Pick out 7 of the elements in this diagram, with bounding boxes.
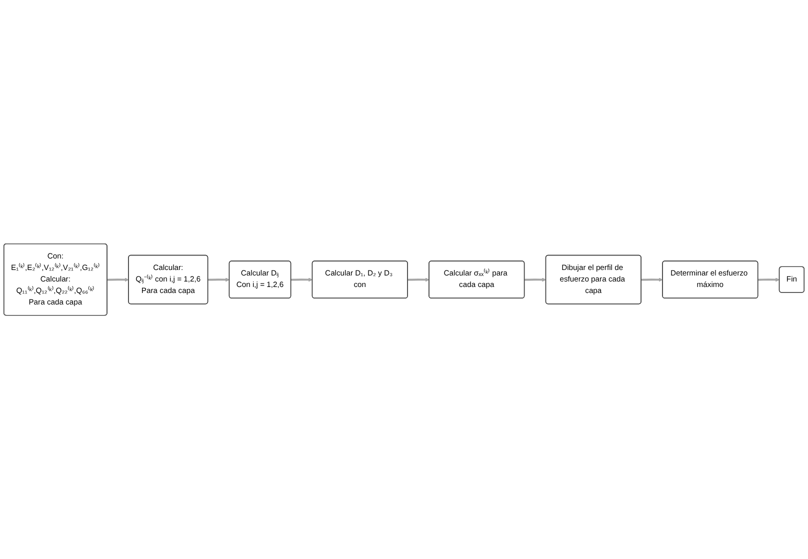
arrow [758,278,780,282]
arrow [408,278,430,282]
arrow [107,278,129,282]
arrow [641,278,663,282]
arrow [208,278,230,282]
arrow [291,278,313,282]
arrow [524,278,546,282]
